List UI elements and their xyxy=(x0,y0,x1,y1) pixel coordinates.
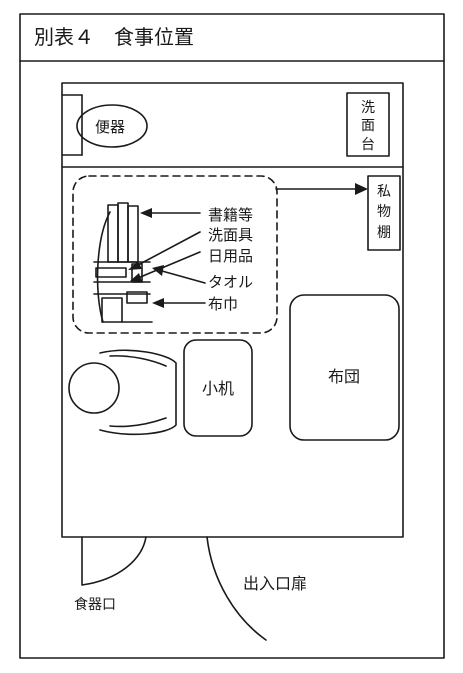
outer-frame xyxy=(19,13,445,659)
book-3 xyxy=(127,205,139,263)
food-port-label: 食器口 xyxy=(74,596,116,613)
book-2 xyxy=(117,202,129,263)
leader-towel-head xyxy=(152,265,164,276)
door-swing xyxy=(206,536,267,641)
leader-books-head xyxy=(140,208,152,218)
futon-label: 布団 xyxy=(328,367,360,386)
leader-toiletries xyxy=(137,231,201,266)
leader-toiletries-head xyxy=(128,261,142,270)
locker-label-2: 物 xyxy=(377,204,391,220)
person-legs xyxy=(109,355,167,428)
shelf-curve xyxy=(96,211,111,323)
locker-label-1: 私 xyxy=(377,184,391,200)
locker-box xyxy=(367,175,401,251)
toilet-shape xyxy=(76,104,148,148)
futon-box xyxy=(289,294,400,441)
room-outline xyxy=(61,82,404,538)
sink-label-3: 台 xyxy=(361,137,375,153)
person-head xyxy=(68,362,120,414)
food-port-swing xyxy=(81,536,147,586)
label-toiletries: 洗面具 xyxy=(208,226,253,244)
door-label: 出入口扉 xyxy=(243,574,307,593)
desk-box xyxy=(183,339,253,437)
locker-label-3: 棚 xyxy=(377,225,391,241)
sink-box xyxy=(346,92,390,157)
label-books: 書籍等 xyxy=(208,206,253,224)
sink-label-2: 面 xyxy=(361,118,375,134)
towel xyxy=(126,291,148,304)
sink-label-1: 洗 xyxy=(361,100,375,116)
label-daily-goods: 日用品 xyxy=(208,247,253,265)
person-body xyxy=(99,349,177,436)
cloth-box xyxy=(101,297,123,323)
title: 別表４ 食事位置 xyxy=(34,25,194,49)
label-towel: タオル xyxy=(208,273,253,291)
label-cloth: 布巾 xyxy=(208,295,238,313)
desk-label: 小机 xyxy=(202,379,234,398)
toiletry-box xyxy=(95,267,127,278)
leader-towel xyxy=(161,270,206,284)
leader-cloth-head xyxy=(152,298,164,308)
shelf-region xyxy=(72,175,278,334)
leader-daily xyxy=(137,251,201,279)
toilet-label: 便器 xyxy=(95,118,125,136)
locker-arrow-head xyxy=(355,183,368,195)
leader-daily-head xyxy=(130,273,142,282)
